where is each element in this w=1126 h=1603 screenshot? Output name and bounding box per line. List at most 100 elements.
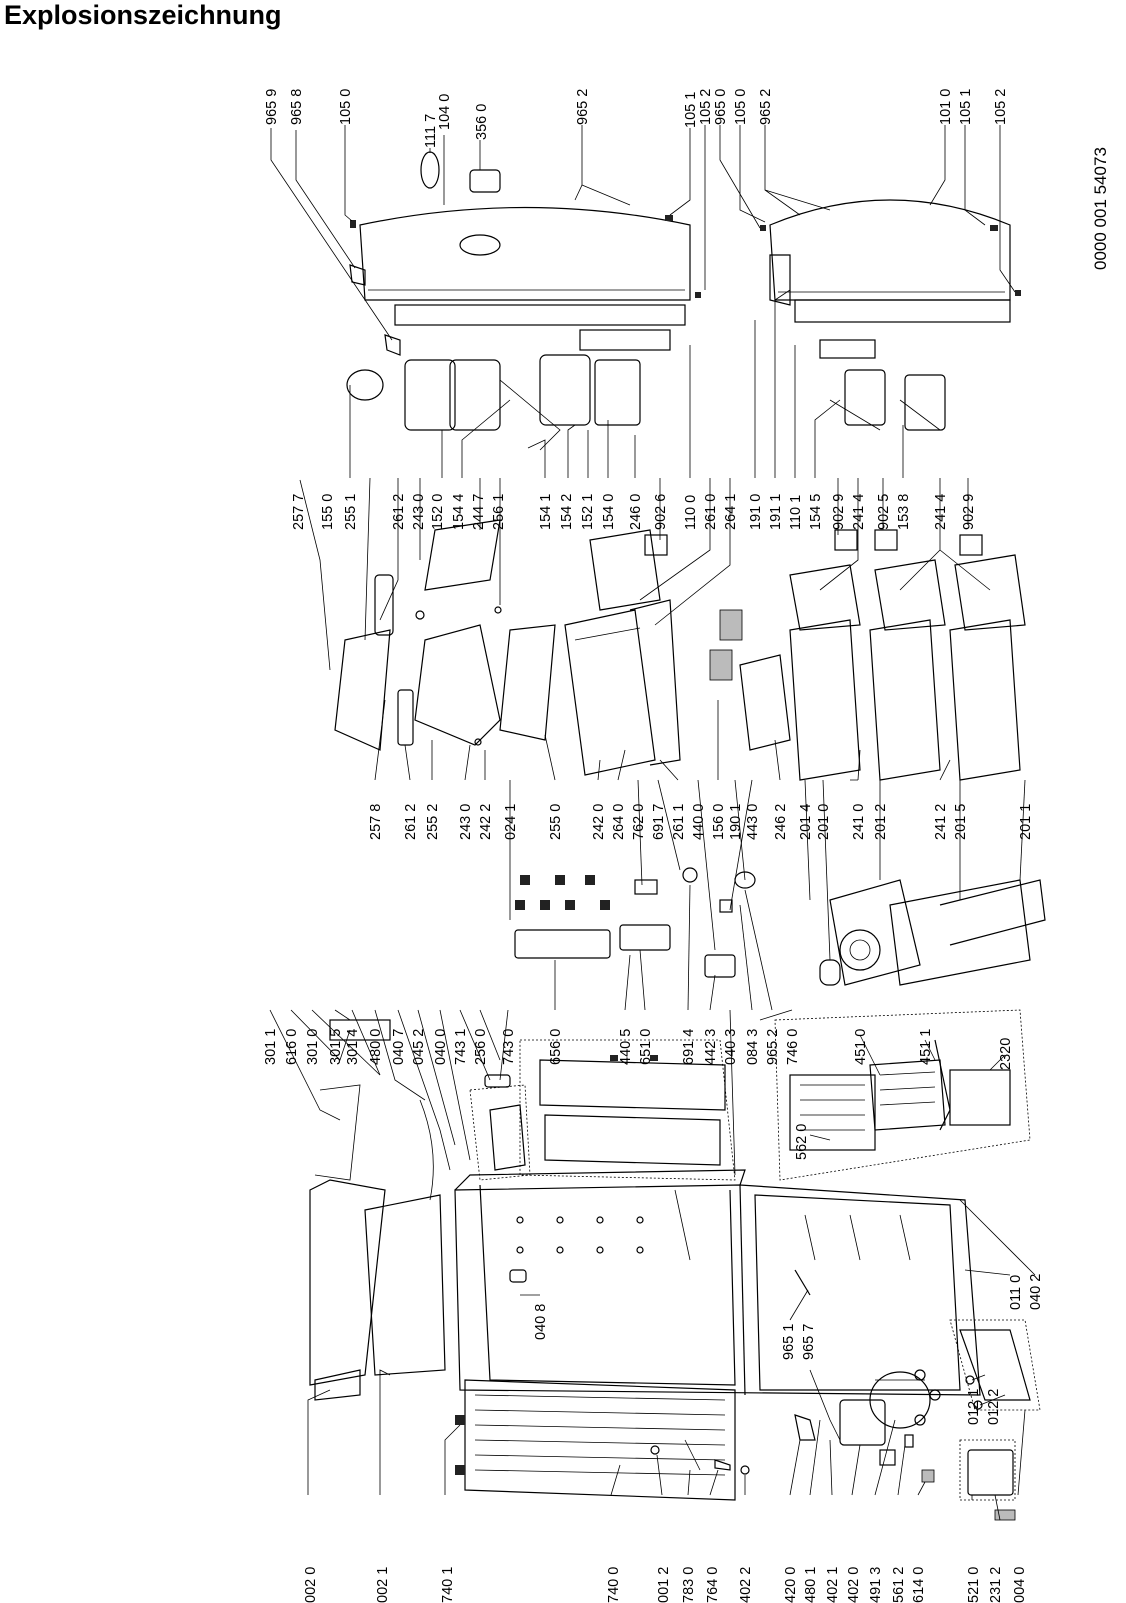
part-label: 561 2 xyxy=(891,1567,907,1603)
part-label: 011 0 xyxy=(1008,1275,1024,1310)
part-label: 255 1 xyxy=(343,494,359,530)
part-label: 965 7 xyxy=(801,1324,817,1360)
part-label: 616 0 xyxy=(284,1029,300,1065)
part-label: 656 0 xyxy=(548,1029,564,1065)
part-label: 965 2 xyxy=(765,1029,781,1065)
part-label: 521 0 xyxy=(966,1567,982,1603)
labels-bottom-row: 002 0 002 1 740 1 740 0 001 2 783 0 764 … xyxy=(303,1567,1028,1603)
part-label: 965 9 xyxy=(264,89,280,125)
part-label: 246 2 xyxy=(773,804,789,840)
leader-lines xyxy=(269,125,1036,1521)
part-label: 002 0 xyxy=(303,1567,319,1603)
part-label: 201 1 xyxy=(1018,804,1034,840)
labels-cabinet: 040 8 965 1 965 7 011 0 040 2 012 1 012 … xyxy=(533,1274,1044,1425)
part-label: 241 4 xyxy=(851,494,867,530)
part-label: 257 8 xyxy=(368,804,384,840)
part-label: 451 0 xyxy=(853,1029,869,1065)
part-label: 442 3 xyxy=(703,1029,719,1065)
part-label: 246 0 xyxy=(628,494,644,530)
part-label: 201 0 xyxy=(816,804,832,840)
part-label: 256 0 xyxy=(473,1029,489,1065)
part-label: 451 1 xyxy=(918,1029,934,1065)
part-label: 084 3 xyxy=(745,1029,761,1065)
part-label: 242 0 xyxy=(591,804,607,840)
condenser xyxy=(455,1379,736,1501)
part-label: 255 0 xyxy=(548,804,564,840)
part-label: 154 2 xyxy=(559,494,575,530)
part-label: 743 0 xyxy=(501,1029,517,1065)
part-label: 965 2 xyxy=(575,89,591,125)
labels-top-row: 965 9 965 8 105 0 111 7 104 0 356 0 965 … xyxy=(264,89,1009,148)
part-label: 443 0 xyxy=(745,804,761,840)
part-label: 152 0 xyxy=(430,494,446,530)
evaporator-assembly xyxy=(774,1009,1031,1181)
part-label: 402 1 xyxy=(825,1567,841,1603)
part-label: 614 0 xyxy=(911,1567,927,1603)
part-label: 152 1 xyxy=(580,494,596,530)
part-label: 740 1 xyxy=(440,1567,456,1603)
part-label: 201 4 xyxy=(798,804,814,840)
fan-and-air-ducts xyxy=(514,867,1046,986)
part-label: 242 2 xyxy=(478,804,494,840)
part-label: 040 3 xyxy=(723,1029,739,1065)
part-label: 965 0 xyxy=(713,89,729,125)
document-number: 0000 001 54073 xyxy=(1091,147,1110,270)
part-label: 402 0 xyxy=(846,1567,862,1603)
part-label: 002 1 xyxy=(375,1567,391,1603)
side-panels xyxy=(309,1019,446,1401)
part-label: 241 2 xyxy=(933,804,949,840)
part-label: 105 0 xyxy=(338,89,354,125)
part-label: 105 0 xyxy=(733,89,749,125)
part-label: 261 0 xyxy=(703,494,719,530)
part-label: 440 5 xyxy=(618,1029,634,1065)
part-label: 301 1 xyxy=(263,1029,279,1065)
part-label: 743 1 xyxy=(453,1029,469,1065)
part-label: 301 5 xyxy=(328,1029,344,1065)
part-label: 104 0 xyxy=(437,94,453,130)
part-label: 154 5 xyxy=(808,494,824,530)
part-label: 040 2 xyxy=(1028,1274,1044,1310)
upper-door xyxy=(349,151,701,356)
part-label: 902 9 xyxy=(831,494,847,530)
part-label: 241 4 xyxy=(933,494,949,530)
part-label: 110 0 xyxy=(683,495,699,530)
part-label: 965 1 xyxy=(781,1324,797,1360)
part-label: 243 0 xyxy=(411,494,427,530)
part-label: 356 0 xyxy=(474,104,490,140)
part-label: 257 7 xyxy=(291,494,307,530)
part-label: 691 4 xyxy=(681,1029,697,1065)
part-label: 965 8 xyxy=(289,89,305,125)
part-label: 264 1 xyxy=(723,494,739,530)
part-label: 783 0 xyxy=(681,1567,697,1603)
part-label: 261 2 xyxy=(391,494,407,530)
part-label: 264 0 xyxy=(611,804,627,840)
part-label: 301 4 xyxy=(345,1029,361,1065)
part-label: 153 8 xyxy=(896,494,912,530)
part-label: 420 0 xyxy=(783,1567,799,1603)
labels-row-4: 301 1 616 0 301 0 301 5 301 4 480 0 040 … xyxy=(263,1029,1014,1160)
part-label: 480 0 xyxy=(368,1029,384,1065)
part-label: 746 0 xyxy=(785,1029,801,1065)
part-label: 2320 xyxy=(998,1038,1014,1070)
part-label: 201 5 xyxy=(953,804,969,840)
cabinet xyxy=(454,1169,981,1396)
lower-door xyxy=(760,199,1021,323)
part-label: 480 1 xyxy=(803,1567,819,1603)
part-label: 965 2 xyxy=(758,89,774,125)
part-label: 562 0 xyxy=(794,1124,810,1160)
part-label: 154 1 xyxy=(538,494,554,530)
part-label: 244 7 xyxy=(471,494,487,530)
part-label: 001 2 xyxy=(656,1567,672,1603)
part-label: 491 3 xyxy=(868,1567,884,1603)
part-label: 190 1 xyxy=(728,804,744,840)
part-label: 110 1 xyxy=(788,495,804,530)
part-label: 691 7 xyxy=(651,804,667,840)
part-label: 440 0 xyxy=(691,804,707,840)
part-label: 231 2 xyxy=(988,1567,1004,1603)
part-label: 012 1 xyxy=(966,1389,982,1425)
part-label: 024 1 xyxy=(503,804,519,840)
part-label: 762 0 xyxy=(631,804,647,840)
part-label: 156 0 xyxy=(711,804,727,840)
part-label: 902 6 xyxy=(653,494,669,530)
